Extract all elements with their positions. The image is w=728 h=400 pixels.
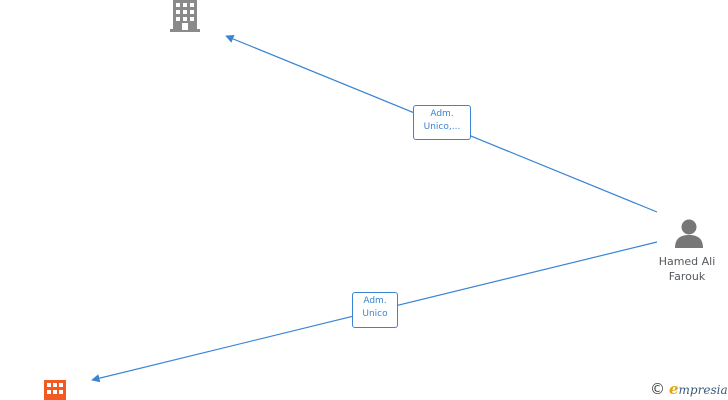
building-icon — [44, 380, 66, 400]
person-name-line1: Hamed Ali — [658, 255, 716, 268]
brand-rest: mpresia — [678, 382, 728, 397]
person-icon — [675, 219, 703, 248]
person-name[interactable]: Hamed Ali Farouk — [646, 254, 728, 284]
copyright-symbol: © — [650, 380, 665, 398]
person-name-line2: Farouk — [668, 270, 706, 283]
company-top-node[interactable] — [168, 0, 202, 32]
person-node[interactable] — [673, 218, 705, 248]
footer-watermark: © empresia — [650, 380, 728, 399]
building-icon — [170, 0, 200, 32]
edge-label-top[interactable]: Adm. Unico,... — [413, 105, 471, 140]
edge-label-bottom[interactable]: Adm. Unico — [352, 292, 398, 328]
edge-label-bottom-line2: Unico — [362, 309, 388, 319]
edge-label-top-line1: Adm. — [430, 109, 454, 119]
edge-label-top-line2: Unico,... — [423, 122, 461, 132]
company-bottom-node[interactable] — [42, 380, 68, 400]
edge-label-bottom-line1: Adm. — [363, 296, 387, 306]
brand-logo: empresia — [669, 380, 728, 399]
brand-initial: e — [669, 379, 679, 398]
